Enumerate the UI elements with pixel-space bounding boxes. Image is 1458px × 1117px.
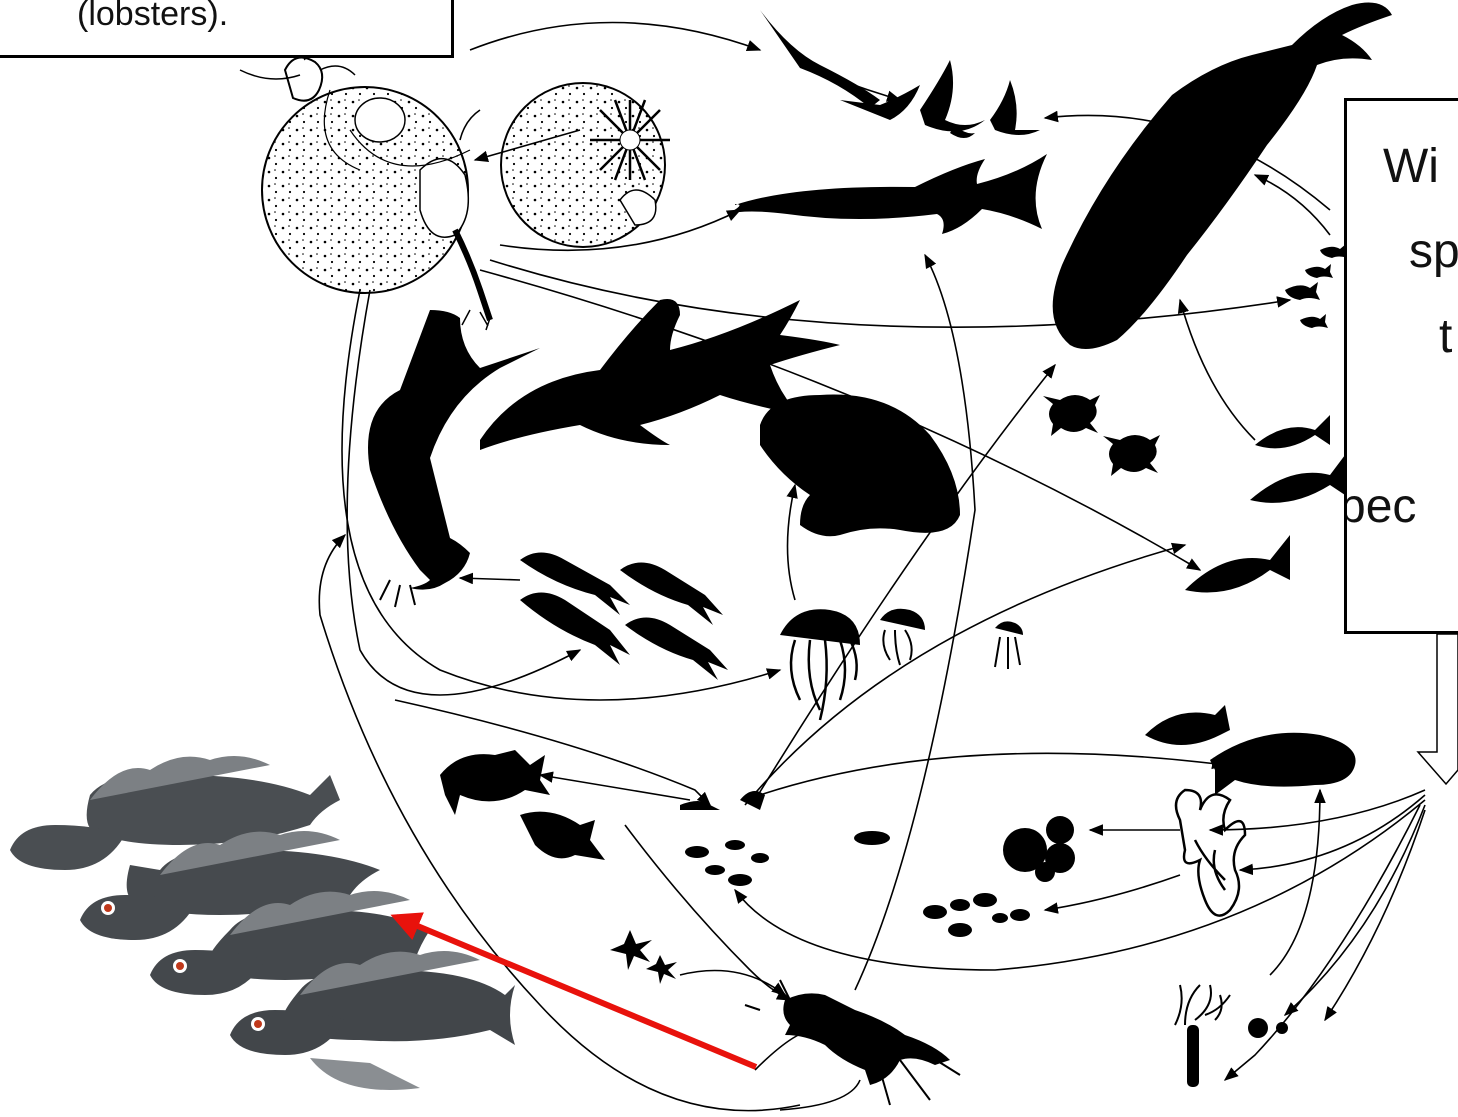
callout-line: t xyxy=(1439,313,1452,361)
callout-top-text: (lobsters). xyxy=(77,0,228,34)
sea-turtles xyxy=(1043,395,1160,476)
black-sea-bass-school xyxy=(10,756,515,1090)
callout-line: Wi xyxy=(1383,143,1439,191)
larval-lobster-plankton xyxy=(240,20,490,330)
lobster xyxy=(745,980,960,1105)
star-shaped-plankton xyxy=(501,83,670,247)
flatfish xyxy=(1145,705,1356,795)
callout-line: sp xyxy=(1409,228,1458,276)
coral-sponge xyxy=(1175,985,1288,1087)
callout-line: pec xyxy=(1344,483,1416,531)
shark xyxy=(727,154,1047,234)
starfish xyxy=(610,930,677,984)
hollow-down-arrow xyxy=(1418,634,1458,784)
squid-group xyxy=(520,553,728,681)
callout-right: Wi sp t pec xyxy=(1344,98,1458,634)
seabirds xyxy=(760,10,1040,138)
catfish xyxy=(368,310,540,607)
seaweed xyxy=(1176,790,1245,916)
callout-top: (lobsters). xyxy=(0,0,454,58)
whale xyxy=(1053,3,1392,349)
reef-fish-right xyxy=(1185,415,1345,593)
detritus-particles xyxy=(680,791,1030,937)
scorpion-fish xyxy=(440,750,605,860)
clams xyxy=(1003,816,1075,882)
small-fish-school xyxy=(1285,244,1348,328)
